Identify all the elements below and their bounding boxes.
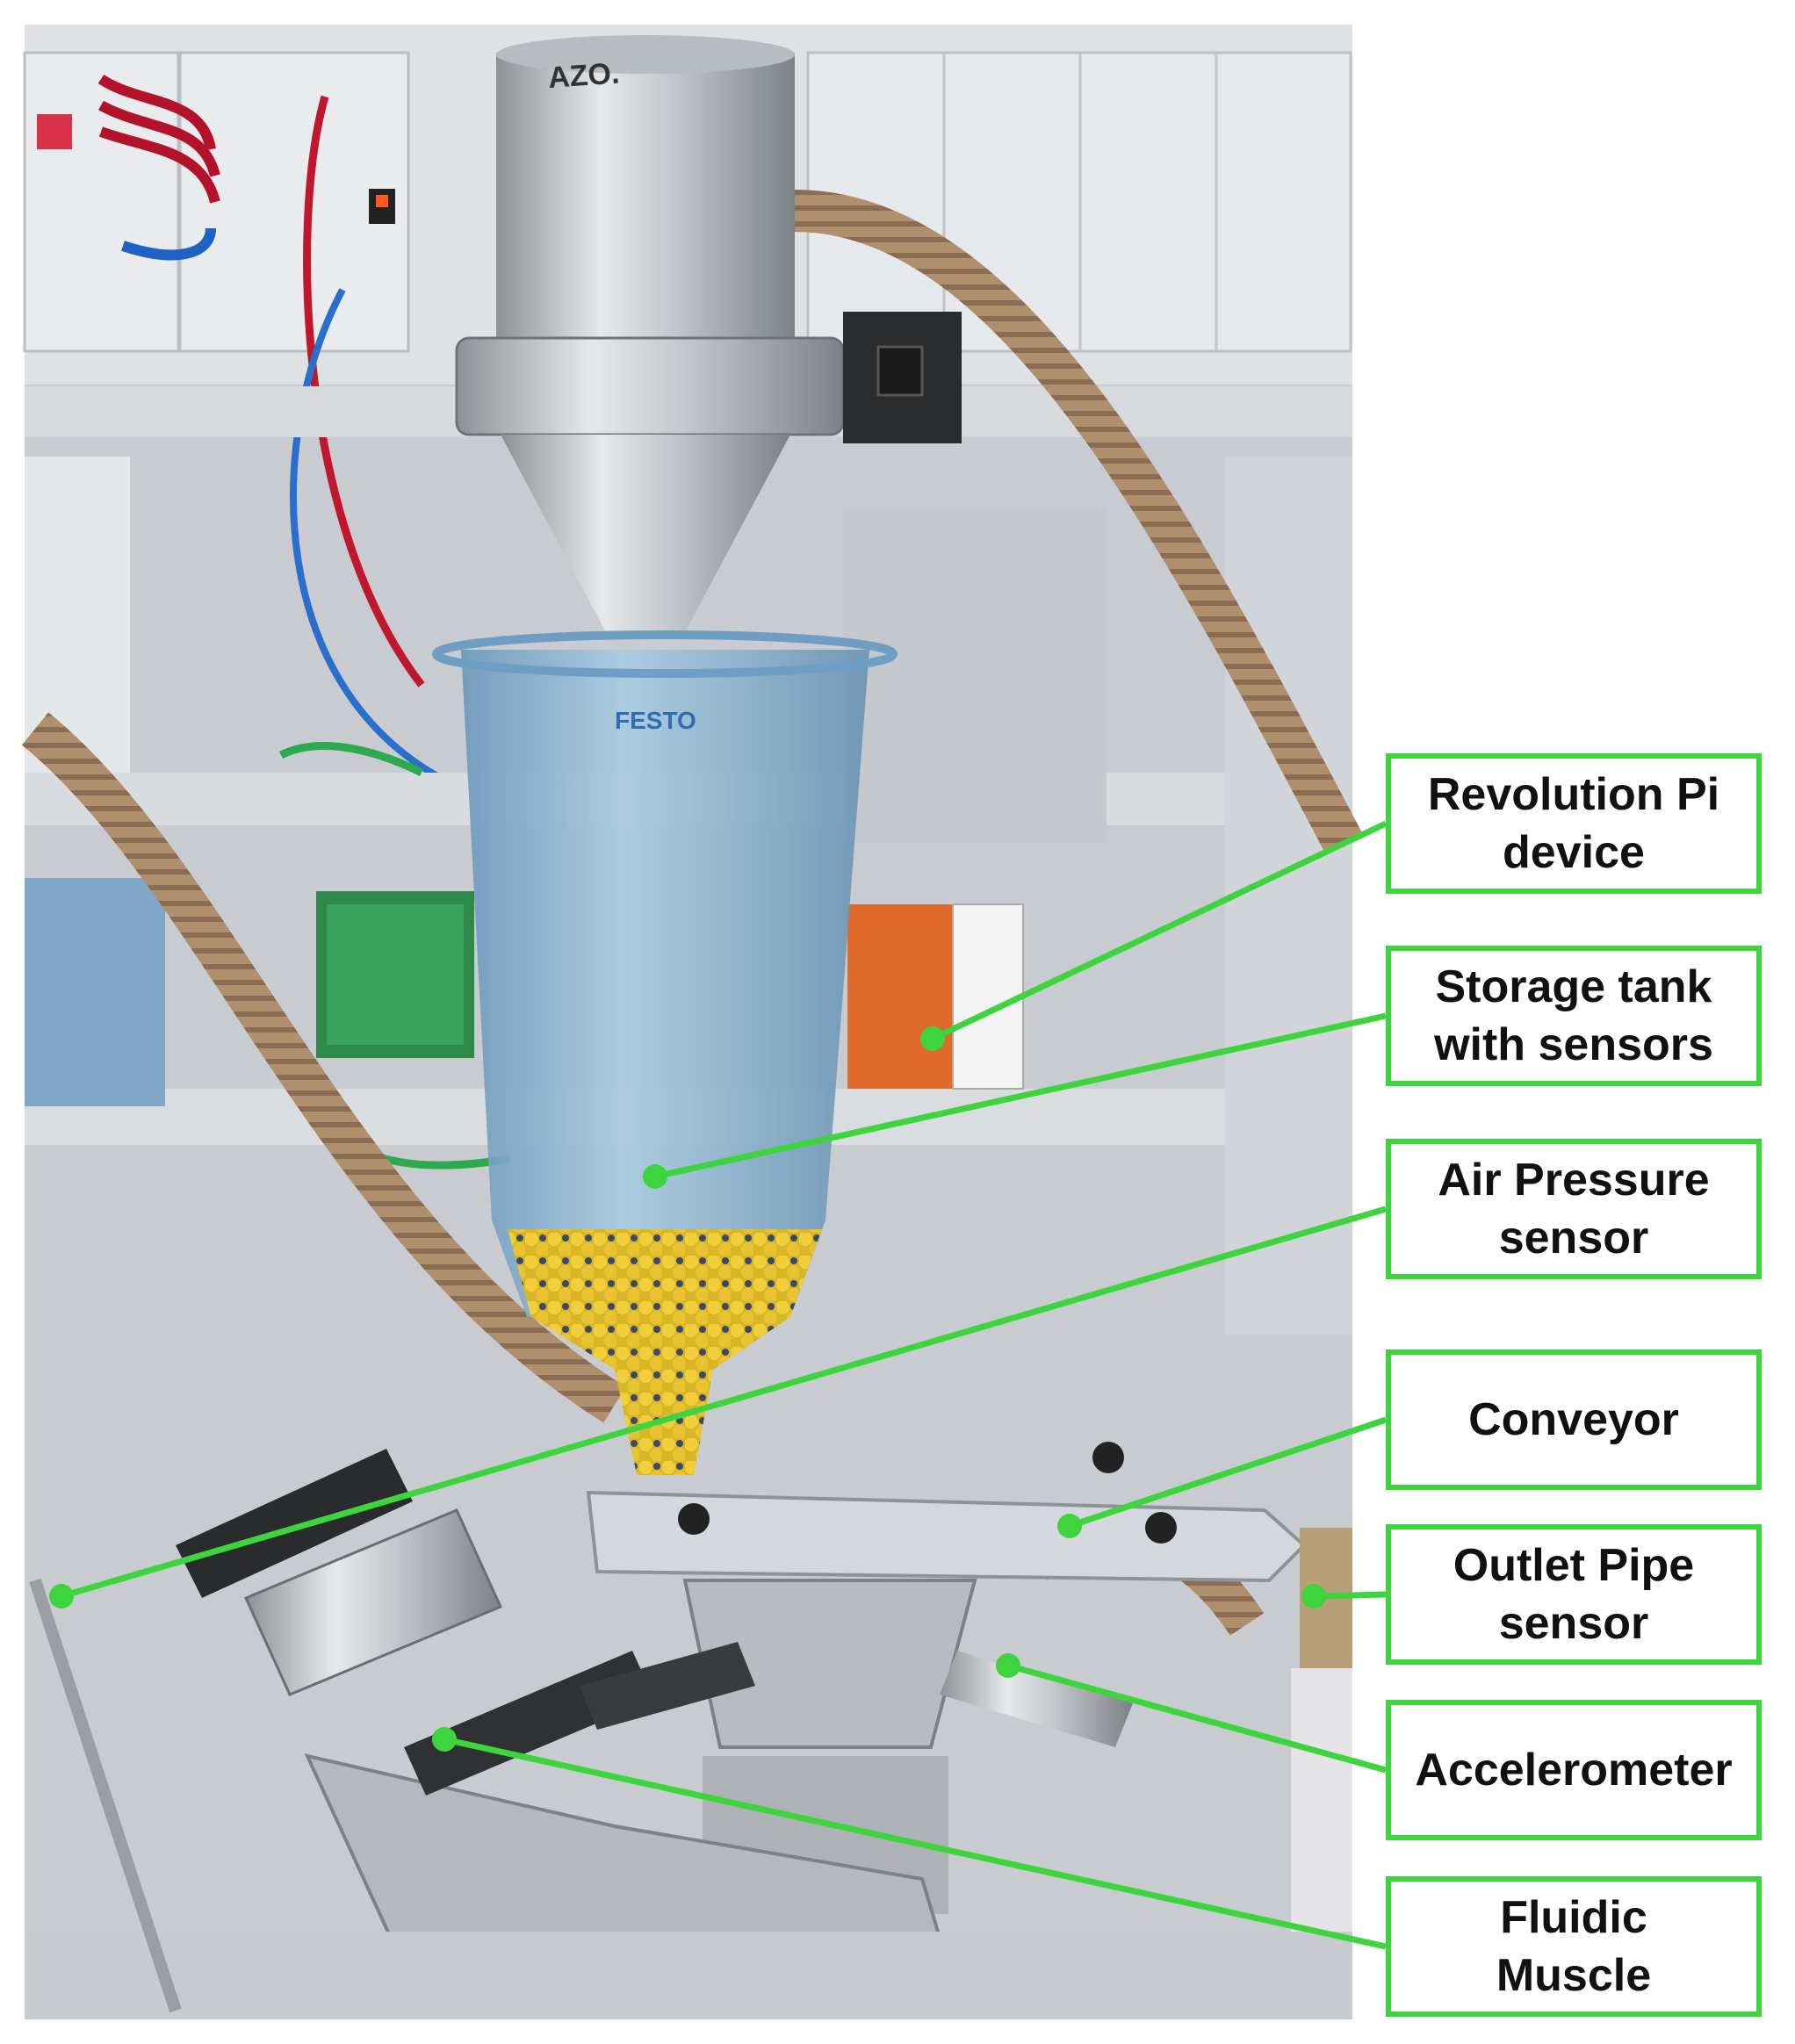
label-text-conveyor: Conveyor — [1468, 1394, 1679, 1445]
label-accelerometer: Accelerometer — [1386, 1700, 1762, 1840]
tank-brand-text: FESTO — [615, 707, 696, 734]
label-revolution-pi: Revolution Pi device — [1386, 753, 1762, 894]
hopper-brand-text: AZO. — [547, 56, 621, 95]
label-text-air-pressure: Air Pressure sensor — [1438, 1155, 1710, 1263]
leader-line-air-pressure — [61, 1206, 1387, 1600]
leader-dot-accelerometer — [996, 1653, 1020, 1678]
leader-dot-storage-tank — [643, 1164, 667, 1189]
leader-dot-outlet-pipe — [1301, 1584, 1326, 1609]
label-text-storage-tank: Storage tank with sensors — [1434, 961, 1713, 1070]
label-air-pressure: Air Pressure sensor — [1386, 1139, 1762, 1279]
label-text-accelerometer: Accelerometer — [1415, 1745, 1733, 1796]
label-fluidic-muscle: Fluidic Muscle — [1386, 1876, 1762, 2017]
leader-line-fluidic-muscle — [443, 1736, 1387, 1950]
leader-dot-air-pressure — [49, 1584, 74, 1609]
label-conveyor: Conveyor — [1386, 1349, 1762, 1490]
leader-line-conveyor — [1068, 1416, 1388, 1529]
leader-line-accelerometer — [1007, 1662, 1387, 1774]
leader-dot-revolution-pi — [920, 1026, 945, 1051]
label-text-revolution-pi: Revolution Pi device — [1427, 769, 1720, 878]
leader-dot-conveyor — [1057, 1514, 1082, 1538]
label-text-outlet-pipe: Outlet Pipe sensor — [1453, 1540, 1695, 1649]
leader-line-storage-tank — [654, 1012, 1387, 1180]
label-text-fluidic-muscle: Fluidic Muscle — [1496, 1892, 1652, 2001]
label-storage-tank: Storage tank with sensors — [1386, 946, 1762, 1086]
leader-dot-fluidic-muscle — [432, 1727, 457, 1752]
leader-line-revolution-pi — [931, 820, 1388, 1042]
label-outlet-pipe: Outlet Pipe sensor — [1386, 1524, 1762, 1665]
